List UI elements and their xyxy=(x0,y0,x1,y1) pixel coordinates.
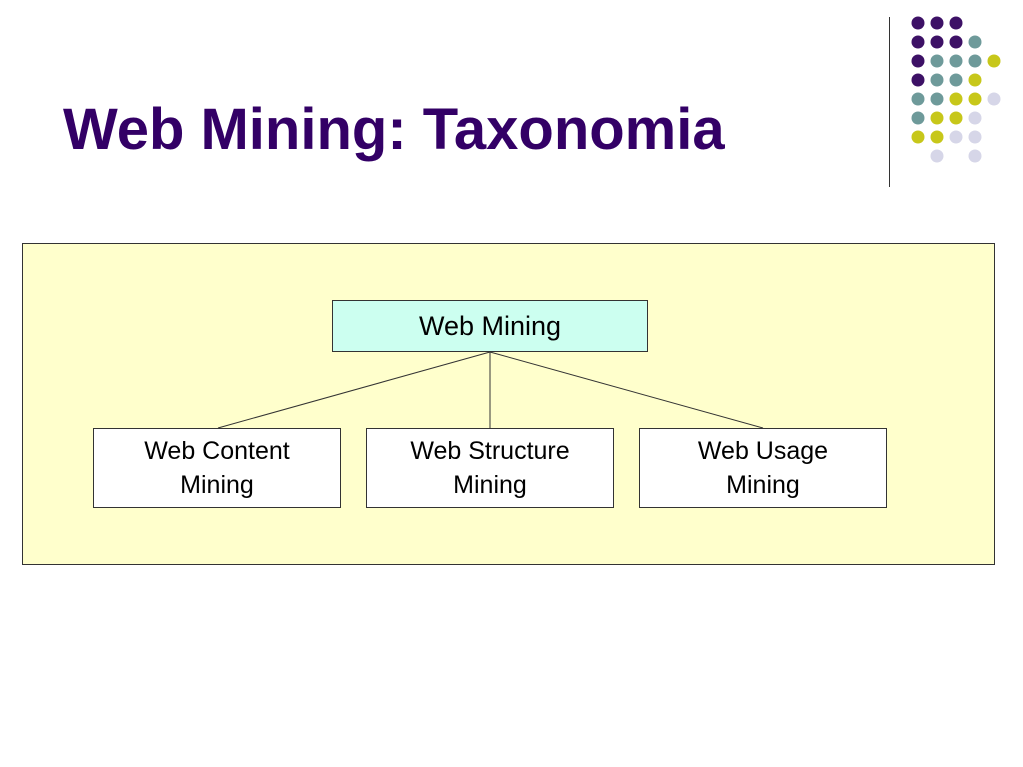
decorative-dot xyxy=(930,73,944,87)
decorative-dot xyxy=(949,54,963,68)
decorative-dot xyxy=(930,92,944,106)
decorative-dot xyxy=(911,35,925,49)
decorative-dot xyxy=(987,92,1001,106)
decorative-dot xyxy=(911,130,925,144)
decorative-dot xyxy=(968,35,982,49)
decorative-dot xyxy=(930,130,944,144)
decorative-dot xyxy=(911,54,925,68)
connector-to-web-content-mining xyxy=(217,351,491,429)
web-mining-label: Web Mining xyxy=(418,310,562,341)
decorative-dot xyxy=(949,111,963,125)
web-structure-mining-label: Web Structure Mining xyxy=(410,437,570,499)
decorative-dot xyxy=(949,130,963,144)
decorative-dot-pattern xyxy=(911,16,1001,163)
web-usage-mining-node: Web Usage Mining xyxy=(639,428,887,508)
decorative-dot xyxy=(949,35,963,49)
decorative-dot xyxy=(930,111,944,125)
web-content-mining-label: Web Content Mining xyxy=(144,437,290,499)
decorative-dot xyxy=(968,111,982,125)
decorative-dot xyxy=(930,16,944,30)
decorative-dot xyxy=(911,16,925,30)
decorative-dot xyxy=(930,54,944,68)
decorative-dot xyxy=(930,149,944,163)
decorative-dot xyxy=(911,92,925,106)
decorative-dot xyxy=(949,73,963,87)
decorative-dot xyxy=(968,73,982,87)
web-content-mining-node: Web Content Mining xyxy=(93,428,341,508)
web-usage-mining-label: Web Usage Mining xyxy=(697,437,829,499)
decorative-dot xyxy=(949,16,963,30)
title-divider xyxy=(889,17,890,187)
decorative-dot xyxy=(930,35,944,49)
decorative-dot xyxy=(968,149,982,163)
decorative-dot xyxy=(968,92,982,106)
decorative-dot xyxy=(968,130,982,144)
decorative-dot xyxy=(987,54,1001,68)
decorative-dot xyxy=(911,73,925,87)
diagram-panel xyxy=(22,243,995,565)
web-mining-node: Web Mining xyxy=(332,300,648,352)
decorative-dot xyxy=(949,92,963,106)
decorative-dot xyxy=(911,111,925,125)
web-structure-mining-node: Web Structure Mining xyxy=(366,428,614,508)
slide-title: Web Mining: Taxonomia xyxy=(63,97,725,162)
decorative-dot xyxy=(968,54,982,68)
connector-to-web-usage-mining xyxy=(489,351,764,429)
